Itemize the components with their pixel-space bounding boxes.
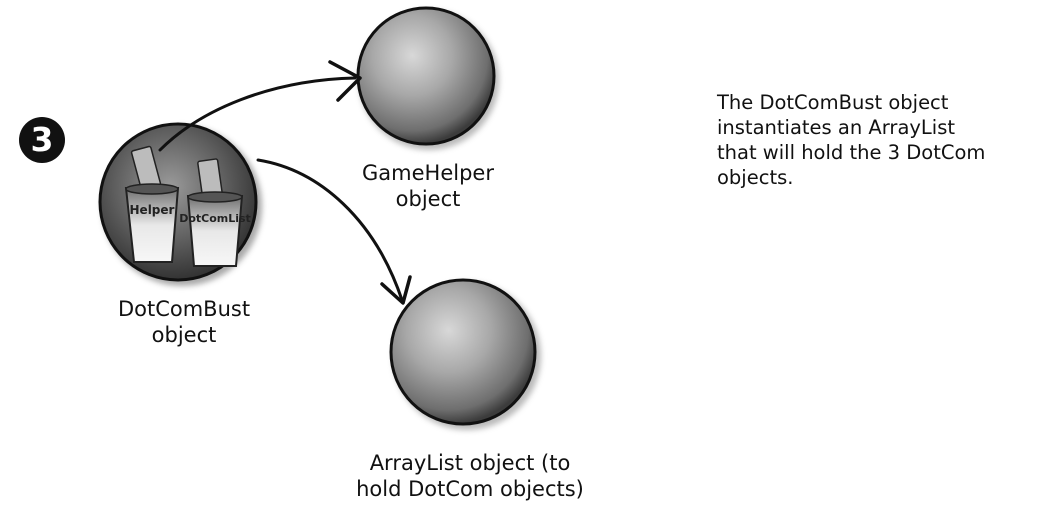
description-line-1: The DotComBust object (717, 91, 949, 114)
arrow-dotcombust-to-gamehelper (158, 60, 362, 152)
arraylist-object-sphere (389, 278, 541, 430)
gamehelper-object-sphere (356, 6, 499, 150)
dotcombust-object-sphere: Helper DotComList (98, 122, 262, 286)
step-number-badge: 3 (19, 117, 65, 163)
dotcomlist-reference-cup-icon: DotComList (179, 158, 251, 267)
cup-label-helper: Helper (130, 203, 175, 217)
arraylist-label-line2: hold DotCom objects) (356, 477, 584, 501)
description-note: The DotComBust object instantiates an Ar… (717, 90, 1047, 190)
arrow-dotcombust-to-arraylist (256, 158, 412, 305)
gamehelper-label-line2: object (395, 187, 461, 211)
description-line-3: that will hold the 3 DotCom (717, 141, 986, 164)
cup-label-dotcomlist: DotComList (179, 212, 251, 225)
arraylist-object-label: ArrayList object (to hold DotCom objects… (330, 450, 610, 502)
dotcombust-label-line1: DotComBust (117, 297, 251, 321)
dotcombust-object-label: DotComBust object (108, 296, 260, 348)
gamehelper-label-line1: GameHelper (362, 161, 494, 185)
arraylist-label-line1: ArrayList object (to (369, 451, 571, 475)
description-line-4: objects. (717, 166, 794, 189)
dotcombust-label-line2: object (151, 323, 217, 347)
gamehelper-object-label: GameHelper object (346, 160, 510, 212)
description-line-2: instantiates an ArrayList (717, 116, 956, 139)
helper-reference-cup-icon: Helper (124, 145, 180, 263)
